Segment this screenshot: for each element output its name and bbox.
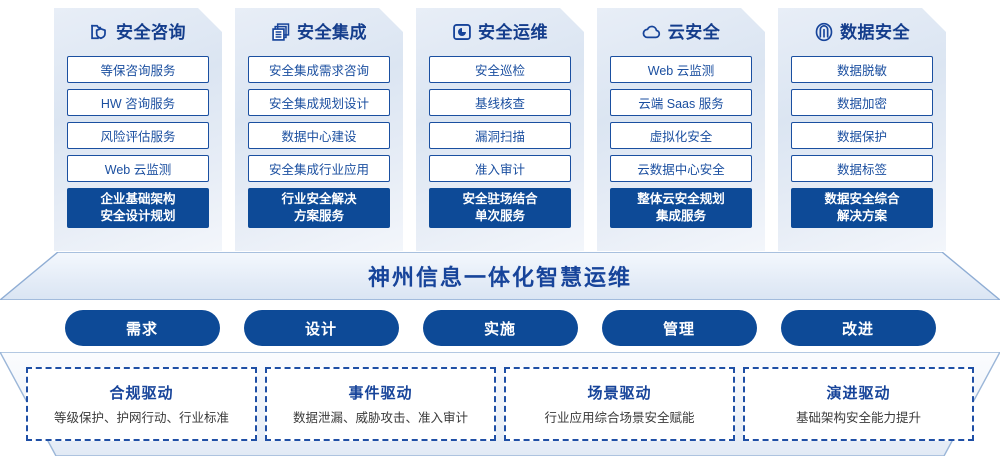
drivers-list: 合规驱动 等级保护、护网行动、行业标准 事件驱动 数据泄漏、威胁攻击、准入审计 …: [0, 352, 1000, 456]
pillar-item[interactable]: 风险评估服务: [67, 122, 209, 149]
pillar-item[interactable]: 云数据中心安全: [610, 155, 752, 182]
pillar-item[interactable]: 数据中心建设: [248, 122, 390, 149]
pillar-highlight-line: 解决方案: [836, 209, 887, 223]
pillar-item[interactable]: Web 云监测: [67, 155, 209, 182]
pillar-column-cloud-security[interactable]: 云安全 Web 云监测 云端 Saas 服务 虚拟化安全 云数据中心安全 整体云…: [597, 8, 765, 251]
pillar-title: 云安全: [667, 22, 721, 42]
driver-title: 事件驱动: [348, 385, 413, 402]
pillar-column-data-security[interactable]: 数据安全 数据脱敏 数据加密 数据保护 数据标签 数据安全综合 解决方案: [778, 8, 946, 251]
pillar-highlight-card[interactable]: 企业基础架构 安全设计规划: [67, 188, 209, 228]
pillar-header: 安全咨询: [67, 8, 209, 56]
monitor-chart-icon: [452, 22, 472, 42]
pillar-item[interactable]: Web 云监测: [610, 56, 752, 83]
driver-subtitle: 基础架构安全能力提升: [795, 411, 921, 425]
pillar-highlight-card[interactable]: 安全驻场结合 单次服务: [429, 188, 571, 228]
lifecycle-pill-manage[interactable]: 管理: [601, 310, 757, 346]
folder-shield-icon: [90, 22, 110, 42]
pillar-title: 安全集成: [297, 22, 367, 42]
driver-card-scenario[interactable]: 场景驱动 行业应用综合场景安全赋能: [504, 367, 735, 441]
pillar-highlight-line: 整体云安全规划: [637, 192, 725, 207]
platform-band: 神州信息一体化智慧运维: [0, 252, 1000, 300]
pillar-highlight-card[interactable]: 数据安全综合 解决方案: [791, 188, 933, 228]
pillar-header: 安全运维: [429, 8, 571, 56]
pillar-column-security-operations[interactable]: 安全运维 安全巡检 基线核查 漏洞扫描 准入审计 安全驻场结合 单次服务: [416, 8, 584, 251]
driver-card-evolution[interactable]: 演进驱动 基础架构安全能力提升: [743, 367, 974, 441]
pillar-highlight-line: 方案服务: [293, 209, 344, 223]
pillar-highlight-line: 单次服务: [474, 209, 525, 223]
pillar-item[interactable]: HW 咨询服务: [67, 89, 209, 116]
pillar-highlight-line: 企业基础架构: [100, 192, 176, 207]
driver-title: 场景驱动: [587, 385, 652, 402]
pillar-item[interactable]: 基线核查: [429, 89, 571, 116]
pillar-item[interactable]: 数据加密: [791, 89, 933, 116]
pillar-header: 安全集成: [248, 8, 390, 56]
pillar-highlight-card[interactable]: 行业安全解决 方案服务: [248, 188, 390, 228]
pillar-item[interactable]: 数据标签: [791, 155, 933, 182]
pillar-title: 安全运维: [478, 22, 548, 42]
pillar-item[interactable]: 准入审计: [429, 155, 571, 182]
pillar-item[interactable]: 安全集成行业应用: [248, 155, 390, 182]
driver-subtitle: 数据泄漏、威胁攻击、准入审计: [292, 411, 468, 425]
pillar-item[interactable]: 等保咨询服务: [67, 56, 209, 83]
lifecycle-pill-improve[interactable]: 改进: [780, 310, 936, 346]
pillar-item[interactable]: 安全集成需求咨询: [248, 56, 390, 83]
pillar-column-security-consulting[interactable]: 安全咨询 等保咨询服务 HW 咨询服务 风险评估服务 Web 云监测 企业基础架…: [54, 8, 222, 251]
pillar-item[interactable]: 数据保护: [791, 122, 933, 149]
pillar-item[interactable]: 云端 Saas 服务: [610, 89, 752, 116]
pillar-highlight-line: 安全驻场结合: [462, 192, 538, 207]
driver-title: 演进驱动: [826, 385, 891, 402]
pillar-highlight-card[interactable]: 整体云安全规划 集成服务: [610, 188, 752, 228]
cloud-icon: [642, 22, 662, 42]
pillar-item[interactable]: 虚拟化安全: [610, 122, 752, 149]
driver-card-incident[interactable]: 事件驱动 数据泄漏、威胁攻击、准入审计: [265, 367, 496, 441]
pillar-highlight-line: 安全设计规划: [100, 209, 176, 223]
pillar-header: 云安全: [610, 8, 752, 56]
pillar-title: 安全咨询: [116, 22, 186, 42]
driver-card-compliance[interactable]: 合规驱动 等级保护、护网行动、行业标准: [26, 367, 257, 441]
fingerprint-icon: [814, 22, 834, 42]
lifecycle-pill-demand[interactable]: 需求: [64, 310, 220, 346]
pillar-item[interactable]: 数据脱敏: [791, 56, 933, 83]
pillar-item[interactable]: 安全巡检: [429, 56, 571, 83]
pillar-header: 数据安全: [791, 8, 933, 56]
pillar-title: 数据安全: [840, 22, 910, 42]
pillar-item[interactable]: 安全集成规划设计: [248, 89, 390, 116]
lifecycle-pill-implement[interactable]: 实施: [422, 310, 578, 346]
pillar-column-security-integration[interactable]: 安全集成 安全集成需求咨询 安全集成规划设计 数据中心建设 安全集成行业应用 行…: [235, 8, 403, 251]
platform-band-title: 神州信息一体化智慧运维: [367, 265, 632, 290]
pillar-highlight-line: 集成服务: [655, 209, 706, 223]
lifecycle-pill-design[interactable]: 设计: [243, 310, 399, 346]
driver-subtitle: 行业应用综合场景安全赋能: [544, 411, 695, 425]
pillar-highlight-line: 行业安全解决: [281, 192, 357, 207]
lifecycle-pills: 需求 设计 实施 管理 改进: [0, 310, 1000, 348]
pillar-columns: 安全咨询 等保咨询服务 HW 咨询服务 风险评估服务 Web 云监测 企业基础架…: [0, 8, 1000, 256]
driver-title: 合规驱动: [109, 385, 174, 402]
pillar-item[interactable]: 漏洞扫描: [429, 122, 571, 149]
stacked-documents-icon: [271, 22, 291, 42]
pillar-highlight-line: 数据安全综合: [824, 192, 900, 207]
driver-subtitle: 等级保护、护网行动、行业标准: [53, 411, 229, 425]
